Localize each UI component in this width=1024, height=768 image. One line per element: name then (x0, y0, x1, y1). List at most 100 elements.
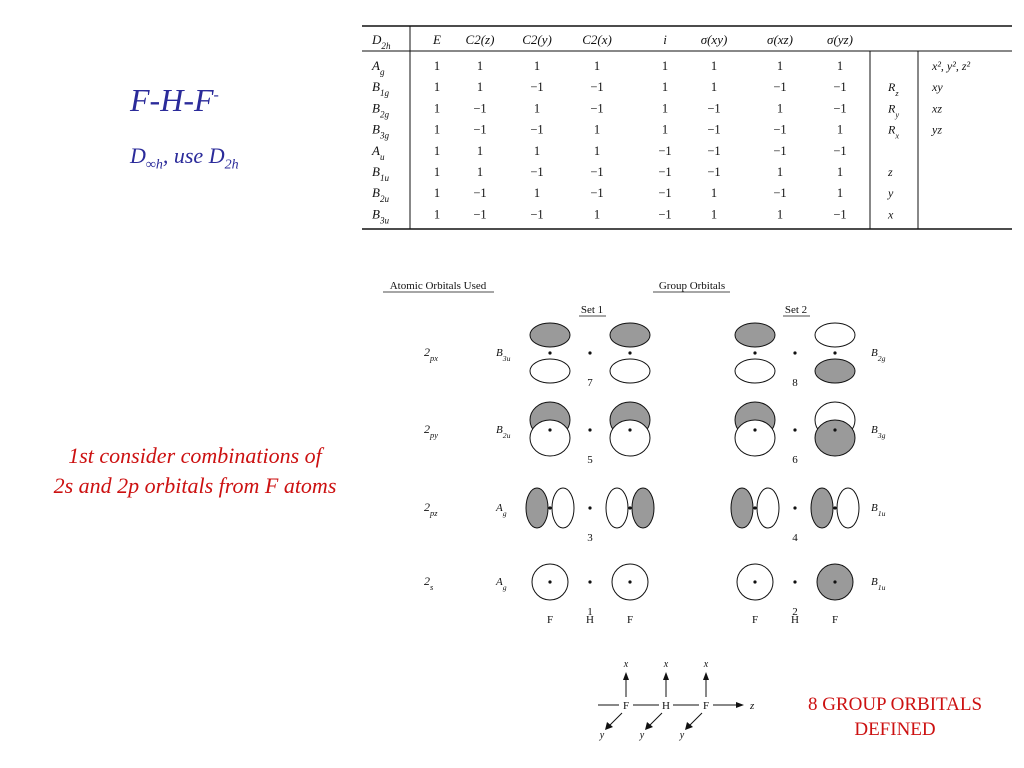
atomic-orbitals-heading: Atomic Orbitals Used (390, 280, 487, 292)
table-header-2: C2(y) (522, 32, 552, 47)
table-cell: −1 (530, 80, 543, 94)
px-set2-left-top (734, 322, 776, 348)
table-cell: 1 (534, 59, 540, 73)
table-cell: −1 (530, 207, 543, 221)
table-cell: −1 (473, 186, 486, 200)
px-set1-right-top (609, 322, 651, 348)
pz-set2-left-left (730, 487, 754, 529)
nucleus-dot (548, 428, 552, 432)
axis-atom-label-2: F (703, 700, 709, 712)
point-group-note: D∞h, use D2h (130, 143, 239, 173)
table-cell: 1 (594, 59, 600, 73)
instruction-note: 1st consider combinations of 2s and 2p o… (53, 443, 337, 498)
table-header-0: E (432, 32, 441, 47)
nucleus-dot (628, 506, 632, 510)
table-quad-B3g: yz (931, 123, 942, 137)
atom-label-H-0: H (586, 614, 594, 626)
table-cell: 1 (777, 165, 783, 179)
ao-label-2py: 2py (424, 422, 438, 440)
nucleus-dot (833, 428, 837, 432)
table-cell: −1 (590, 186, 603, 200)
y-axis-arrowhead-0 (605, 722, 613, 730)
x-axis-label-1: x (663, 659, 669, 670)
table-cell: −1 (590, 80, 603, 94)
slide-title: F-H-F- (130, 82, 219, 118)
nucleus-dot (628, 580, 632, 584)
orbital-number-6: 6 (792, 454, 798, 466)
table-quad-B2g: xz (931, 101, 942, 115)
orbital-number-7: 7 (587, 377, 593, 389)
atom-label-F-0: F (547, 614, 553, 626)
table-irrep-Ag: Ag (371, 58, 385, 77)
table-linear-B3u: x (887, 207, 894, 221)
nucleus-dot (588, 580, 592, 584)
z-axis-label: z (749, 700, 755, 712)
table-cell: 1 (594, 123, 600, 137)
table-header-1: C2(z) (466, 32, 495, 47)
set1-label: Set 1 (581, 304, 603, 316)
table-cell: −1 (833, 101, 846, 115)
table-cell: 1 (434, 101, 440, 115)
table-cell: 1 (434, 123, 440, 137)
sym1-2: Ag (495, 502, 507, 518)
table-cell: −1 (658, 165, 671, 179)
table-cell: −1 (707, 165, 720, 179)
x-axis-label-2: x (703, 659, 709, 670)
table-cell: 1 (711, 80, 717, 94)
table-cell: 1 (434, 165, 440, 179)
table-cell: 1 (434, 207, 440, 221)
y-axis-label-1: y (639, 730, 645, 741)
table-cell: −1 (833, 207, 846, 221)
set2-label: Set 2 (785, 304, 807, 316)
orbital-number-1: 1 (587, 606, 593, 618)
table-cell: 1 (477, 144, 483, 158)
pz-set2-right-left (810, 487, 834, 529)
orbital-number-4: 4 (792, 532, 798, 544)
nucleus-dot (588, 351, 592, 355)
pz-set1-right-left (605, 487, 629, 529)
sym2-0: B2g (871, 347, 886, 363)
nucleus-dot (753, 428, 757, 432)
table-cell: 1 (662, 59, 668, 73)
nucleus-dot (833, 351, 837, 355)
x-axis-label-0: x (623, 659, 629, 670)
table-cell: 1 (777, 101, 783, 115)
table-header-4: i (663, 32, 667, 47)
table-cell: −1 (473, 123, 486, 137)
pz-set1-right-right (631, 487, 655, 529)
table-cell: 1 (711, 59, 717, 73)
table-header-6: σ(xz) (767, 32, 793, 47)
table-cell: 1 (837, 59, 843, 73)
sym1-0: B3u (496, 347, 511, 363)
z-axis-arrowhead (736, 702, 744, 708)
sym1-1: B2u (496, 424, 511, 440)
table-linear-B2u: y (887, 186, 894, 200)
y-axis-arrowhead-1 (645, 722, 653, 730)
nucleus-dot (753, 506, 757, 510)
table-irrep-B2g: B2g (372, 100, 390, 119)
table-cell: 1 (662, 123, 668, 137)
table-cell: 1 (477, 80, 483, 94)
table-cell: −1 (773, 144, 786, 158)
px-set2-left-bottom (734, 358, 776, 384)
sym2-1: B3g (871, 424, 886, 440)
ao-label-2s: 2s (424, 574, 433, 592)
nucleus-dot (548, 351, 552, 355)
py-set2-right-front (814, 419, 856, 457)
table-linear-B3g: Rx (887, 123, 899, 141)
y-axis-line-1 (648, 712, 663, 727)
table-irrep-B2u: B2u (372, 185, 390, 204)
pz-set2-left-right (756, 487, 780, 529)
pz-set1-left-right (551, 487, 575, 529)
table-irrep-B3g: B3g (372, 122, 390, 141)
table-cell: 1 (711, 186, 717, 200)
table-cell: 1 (477, 165, 483, 179)
table-cell: 1 (534, 186, 540, 200)
result-note: 8 GROUP ORBITALS DEFINED (807, 694, 983, 740)
nucleus-dot (833, 580, 837, 584)
atom-label-F-1: F (752, 614, 758, 626)
py-set1-left-front (529, 419, 571, 457)
